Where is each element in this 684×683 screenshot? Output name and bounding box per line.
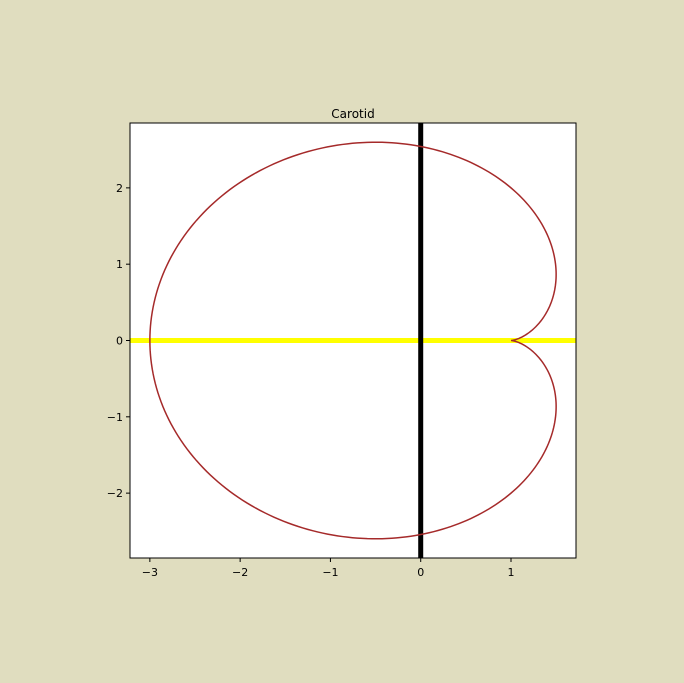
x-tick-label: −2: [232, 566, 248, 579]
reference-lines: [130, 123, 576, 558]
y-tick-label: −1: [107, 411, 123, 424]
chart-title: Carotid: [331, 107, 374, 121]
curve-layer: [149, 141, 557, 540]
cardioid-curve: [149, 141, 557, 540]
x-tick-label: 1: [507, 566, 514, 579]
x-tick-label: 0: [417, 566, 424, 579]
y-tick-label: 1: [116, 258, 123, 271]
y-ticks: −2 −1 0 1 2: [107, 182, 130, 500]
y-tick-label: 0: [116, 335, 123, 348]
x-tick-label: −3: [142, 566, 158, 579]
x-ticks: −3 −2 −1 0 1: [142, 558, 514, 579]
y-tick-label: 2: [116, 182, 123, 195]
y-tick-label: −2: [107, 487, 123, 500]
x-tick-label: −1: [322, 566, 338, 579]
